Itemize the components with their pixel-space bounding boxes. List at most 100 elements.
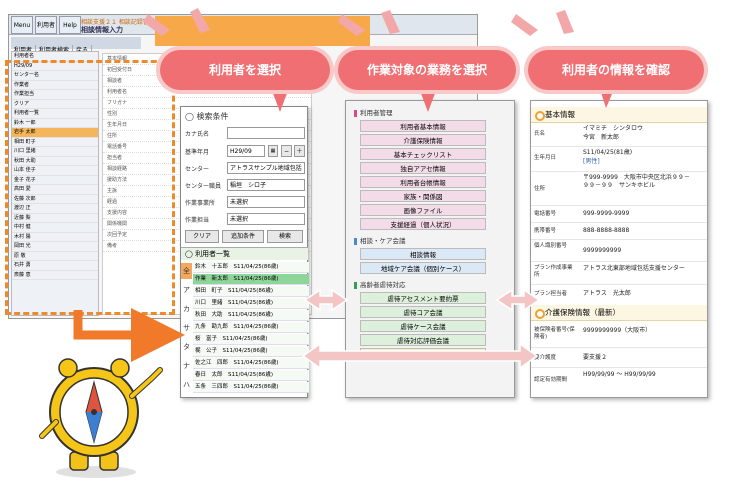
kana-index-tab[interactable]: ア: [181, 282, 192, 298]
birth-label: 生年月日: [534, 155, 557, 161]
user-name: 今宮 新太郎: [583, 134, 620, 141]
basic-info-header: 基本情報: [531, 107, 707, 123]
date-input[interactable]: H29/09: [227, 145, 265, 157]
add-condition-button[interactable]: 追加条件: [222, 230, 264, 243]
user-list-row[interactable]: 梶 公子 S11/04/25(86歳): [193, 346, 309, 357]
date-label: 基準年月: [185, 149, 210, 156]
bubble-select-task: 作業対象の業務を選択: [338, 50, 516, 90]
user-list-row[interactable]: 桜 富子 S11/04/25(86歳): [193, 334, 309, 345]
left-panel-row[interactable]: 佐藤 次郎: [12, 195, 98, 204]
menu-item[interactable]: 利用者基本情報: [360, 120, 486, 132]
orange-flow-arrow: [73, 308, 185, 362]
work-charge-label: 作業担当: [185, 217, 210, 224]
left-panel-row[interactable]: 秋田 大助: [12, 157, 98, 166]
help-button[interactable]: Help: [59, 16, 81, 34]
left-panel-row[interactable]: 中村 健: [12, 223, 98, 233]
care-level-value: 要支援２: [583, 354, 608, 361]
kana-index-tab[interactable]: ナ: [181, 358, 192, 374]
menu-item[interactable]: 虐待対応評価会議: [360, 334, 486, 346]
date-minus-button[interactable]: −: [281, 145, 292, 157]
office-label: プラン作成事業所: [534, 265, 573, 278]
menu-section-header: 利用者管理: [354, 107, 393, 117]
work-office-select[interactable]: 未選択: [227, 196, 305, 208]
left-panel-row[interactable]: 山本 佳子: [12, 166, 98, 176]
left-panel-row[interactable]: クリア: [12, 100, 98, 109]
user-list-row[interactable]: 川口 里緒 S11/04/25(86歳): [193, 298, 309, 309]
name-label: 氏名: [534, 131, 546, 137]
left-panel-row[interactable]: 作業者: [12, 81, 98, 90]
left-panel-row[interactable]: 斎藤 恵: [12, 271, 98, 280]
left-panel-row[interactable]: 利用者一覧: [12, 109, 98, 119]
menu-item[interactable]: 虐待コア会議: [360, 306, 486, 318]
form-field-row[interactable]: 利用者名: [103, 87, 311, 98]
care-level-label: 要介護度: [534, 355, 557, 361]
left-panel-row[interactable]: 川口 里緒: [12, 147, 98, 157]
user-list-row[interactable]: 佐之江 四郎 S11/04/25(86歳): [193, 358, 309, 369]
user-list-row[interactable]: 春日 太郎 S11/04/25(86歳): [193, 370, 309, 381]
menu-item[interactable]: 相談情報: [360, 248, 486, 260]
center-staff-select[interactable]: 稲垣 シロ子: [227, 179, 305, 191]
left-panel-row[interactable]: H29/09: [12, 62, 98, 71]
left-panel-row[interactable]: 原 敬: [12, 252, 98, 261]
user-button[interactable]: 利用者: [35, 16, 57, 34]
center-select[interactable]: アトラスサンプル地域包括: [227, 162, 305, 174]
user-list-row[interactable]: 鈴木 十五郎 S11/04/25(86歳): [193, 262, 309, 273]
menu-button[interactable]: Menu: [11, 16, 33, 34]
user-info-panel: 基本情報 氏名 イマミチ シンタロウ 今宮 新太郎 生年月日 S11/04/25…: [530, 100, 708, 398]
address-label: 住所: [534, 186, 546, 192]
kana-index-tab[interactable]: ハ: [181, 377, 192, 393]
left-panel-row[interactable]: 木村 陽: [12, 233, 98, 242]
left-panel-row[interactable]: センター名: [12, 71, 98, 81]
work-office-label: 作業事業所: [185, 200, 216, 207]
address-value: 〒999-9999 大阪市中央区北浜９９－９９－９９ サンキホビル: [583, 174, 690, 189]
menu-item[interactable]: 基本チェックリスト: [360, 148, 486, 160]
tel-value: 999-9999-9999: [583, 210, 630, 217]
user-list-row[interactable]: 五条 三四郎 S11/04/25(86歳): [193, 382, 309, 393]
birth-date: S11/04/25(81歳): [583, 149, 633, 156]
bubble-select-user: 利用者を選択: [160, 50, 330, 90]
clear-button[interactable]: クリア: [185, 230, 219, 243]
left-panel-row[interactable]: 作業担当: [12, 90, 98, 100]
user-list-row[interactable]: 相田 町子 S11/04/25(86歳): [193, 286, 309, 297]
left-panel-row[interactable]: 高田 愛: [12, 185, 98, 195]
left-panel-row[interactable]: 渡辺 正: [12, 204, 98, 214]
center-staff-label: センター職員: [185, 183, 222, 190]
kana-input[interactable]: [227, 127, 305, 139]
sex-value: [男性]: [583, 158, 600, 165]
left-panel-row[interactable]: 近藤 梨: [12, 214, 98, 223]
kana-index-tab[interactable]: 全: [181, 263, 192, 279]
office-value: アトラス北東部地域包括支援センター: [583, 265, 685, 272]
work-charge-select[interactable]: 未選択: [227, 213, 305, 225]
menu-item[interactable]: 虐待アセスメント要約票: [360, 292, 486, 304]
menu-item[interactable]: 介護保険情報: [360, 134, 486, 146]
planner-value: アトラス 光太郎: [583, 290, 631, 297]
menu-item[interactable]: 地域ケア会議（個別ケース）: [360, 262, 486, 274]
calendar-icon[interactable]: ▦: [268, 145, 278, 157]
insurer-value: 9999999999（大阪市）: [583, 327, 652, 334]
left-panel-row[interactable]: 鈴木 一郎: [12, 119, 98, 128]
user-list-row[interactable]: 作業 新太郎 S11/04/25(86歳): [193, 274, 309, 285]
center-label: センター: [185, 166, 210, 173]
left-panel-row[interactable]: 相田 町子: [12, 138, 98, 147]
left-panel-row[interactable]: 石井 勇: [12, 261, 98, 271]
left-panel-row[interactable]: 岩手 太郎: [12, 128, 98, 138]
menu-section-header: 高齢者虐待対応: [354, 279, 406, 289]
menu-item[interactable]: 独自アアセ情報: [360, 162, 486, 174]
left-panel-row[interactable]: 岡田 光: [12, 242, 98, 252]
menu-item[interactable]: 画像ファイル: [360, 204, 486, 216]
id-label: 個人識別番号: [534, 243, 568, 249]
user-list-row[interactable]: 秋田 大助 S11/04/25(86歳): [193, 310, 309, 321]
kana-index-tab[interactable]: カ: [181, 301, 192, 317]
left-panel-row[interactable]: 金子 花子: [12, 176, 98, 185]
date-plus-button[interactable]: ＋: [294, 145, 305, 157]
menu-item[interactable]: 支援経過（個人状況）: [360, 218, 486, 230]
menu-item[interactable]: 利用者台帳情報: [360, 176, 486, 188]
menu-item[interactable]: 家族・関係図: [360, 190, 486, 202]
search-button[interactable]: 検索: [267, 230, 303, 243]
kana-index-tab[interactable]: タ: [181, 339, 192, 355]
user-list-row[interactable]: 九条 勘九郎 S11/04/25(86歳): [193, 322, 309, 333]
menu-item[interactable]: 虐待ケース会議: [360, 320, 486, 332]
kana-index-tab[interactable]: サ: [181, 320, 192, 336]
name-kana: イマミチ シンタロウ: [583, 125, 644, 132]
